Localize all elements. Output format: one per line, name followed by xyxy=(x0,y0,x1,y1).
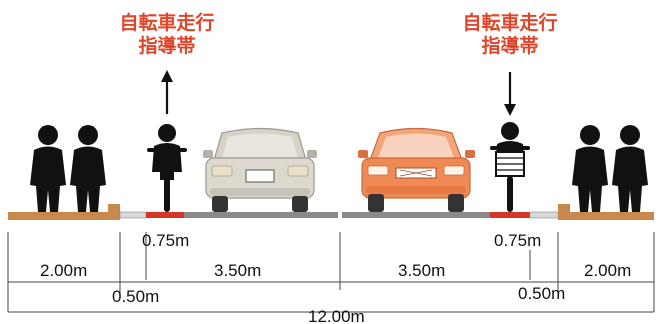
sidewalk-left xyxy=(8,212,120,220)
dimension-lines xyxy=(7,232,655,313)
bike-lane-right xyxy=(490,212,530,218)
dim-total-width: 12.00m xyxy=(308,307,365,324)
dim-buffer-right: 0.50m xyxy=(518,284,565,303)
centerline-mark xyxy=(338,211,342,218)
bike-lane-label-right-line2: 指導帯 xyxy=(481,34,538,57)
car-front-view xyxy=(358,127,475,212)
bike-lane-label-left-line1: 自転車走行 xyxy=(119,11,214,34)
bike-lane-left xyxy=(146,212,184,218)
pedestrian-icon xyxy=(612,125,648,212)
dim-buffer-left: 0.50m xyxy=(112,287,159,306)
road-surface xyxy=(8,204,654,220)
gutter-left xyxy=(119,211,147,219)
gutter-right xyxy=(529,211,559,219)
dim-bikelane-right: 0.75m xyxy=(494,231,541,250)
bike-lane-label-right: 自転車走行 指導帯 xyxy=(462,11,557,57)
curb-left xyxy=(108,204,120,212)
bike-lane-label-left: 自転車走行 指導帯 xyxy=(119,11,214,57)
dim-sidewalk-right: 2.00m xyxy=(584,261,631,280)
pedestrian-icon xyxy=(572,125,608,212)
pedestrian-icon xyxy=(30,125,66,212)
arrow-down-icon xyxy=(504,72,516,116)
car-rear-view xyxy=(203,127,317,212)
dim-sidewalk-left: 2.00m xyxy=(40,261,87,280)
dim-carriageway-right: 3.50m xyxy=(398,261,445,280)
curb-right xyxy=(558,204,570,212)
dim-bikelane-left: 0.75m xyxy=(142,231,189,250)
bike-lane-label-left-line2: 指導帯 xyxy=(138,34,195,57)
cyclist-icon xyxy=(147,124,187,212)
cyclist-icon xyxy=(490,122,530,212)
carriageway xyxy=(184,212,490,218)
arrow-up-icon xyxy=(161,70,173,114)
sidewalk-right xyxy=(558,212,654,220)
bike-lane-label-right-line1: 自転車走行 xyxy=(462,11,557,34)
dim-carriageway-left: 3.50m xyxy=(214,261,261,280)
pedestrian-icon xyxy=(70,125,106,212)
